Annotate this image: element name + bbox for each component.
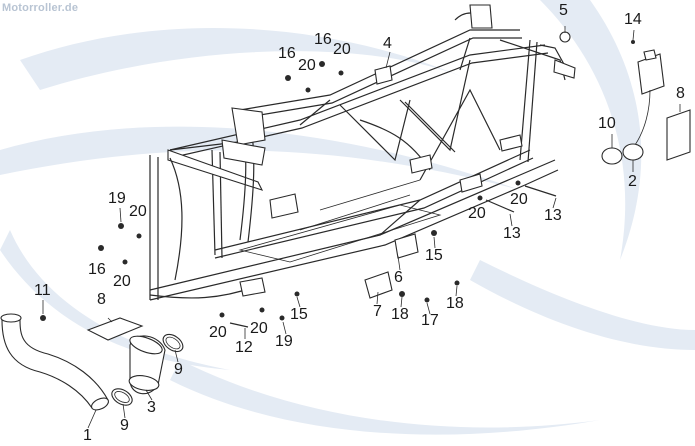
callout-20: 20 (113, 273, 131, 290)
callout-20: 20 (468, 205, 486, 222)
callout-13: 13 (544, 207, 562, 224)
callout-5: 5 (559, 2, 568, 19)
callout-8: 8 (97, 291, 106, 308)
callout-20: 20 (333, 41, 351, 58)
callout-19: 19 (108, 190, 126, 207)
callout-2: 2 (628, 173, 637, 190)
watermark-swoosh-graphic (0, 0, 695, 435)
part-9-clamp-upper (162, 333, 184, 353)
part-9-clamp-lower (111, 388, 133, 406)
callout-16: 16 (88, 261, 106, 278)
callout-18: 18 (446, 295, 464, 312)
part-5-nut (559, 31, 571, 43)
callout-15: 15 (290, 306, 308, 323)
callout-6: 6 (394, 269, 403, 286)
callout-7: 7 (373, 303, 382, 320)
callout-18: 18 (391, 306, 409, 323)
callout-11: 11 (34, 282, 51, 299)
callout-20: 20 (298, 57, 316, 74)
part-1-tube (0, 313, 109, 411)
callout-20: 20 (129, 203, 147, 220)
part-14-bracket (634, 49, 665, 146)
watermark-text: Motorroller.de (2, 2, 79, 14)
callout-1: 1 (83, 427, 92, 444)
callout-20: 20 (510, 191, 528, 208)
callout-16: 16 (278, 45, 296, 62)
atv-frame (149, 4, 576, 301)
callout-10: 10 (598, 115, 616, 132)
callout-12: 12 (235, 339, 253, 356)
part-3-sleeve (128, 335, 166, 395)
callout-20: 20 (209, 324, 227, 341)
callout-8: 8 (676, 85, 685, 102)
callout-19: 19 (275, 333, 293, 350)
callout-9: 9 (120, 417, 129, 434)
part-8-sticker-right (666, 109, 691, 161)
callout-9: 9 (174, 361, 183, 378)
callout-17: 17 (421, 312, 439, 329)
callout-15: 15 (425, 247, 443, 264)
callout-16: 16 (314, 31, 332, 48)
callout-20: 20 (250, 320, 268, 337)
leader-lines (42, 26, 681, 429)
callout-14: 14 (624, 11, 642, 28)
fasteners (40, 40, 635, 328)
part-10-clamp (601, 147, 623, 165)
part-8-sticker-left (86, 317, 144, 341)
callout-13: 13 (503, 225, 521, 242)
part-2-clamp (622, 143, 644, 161)
callout-3: 3 (147, 399, 156, 416)
callout-4: 4 (383, 35, 392, 52)
